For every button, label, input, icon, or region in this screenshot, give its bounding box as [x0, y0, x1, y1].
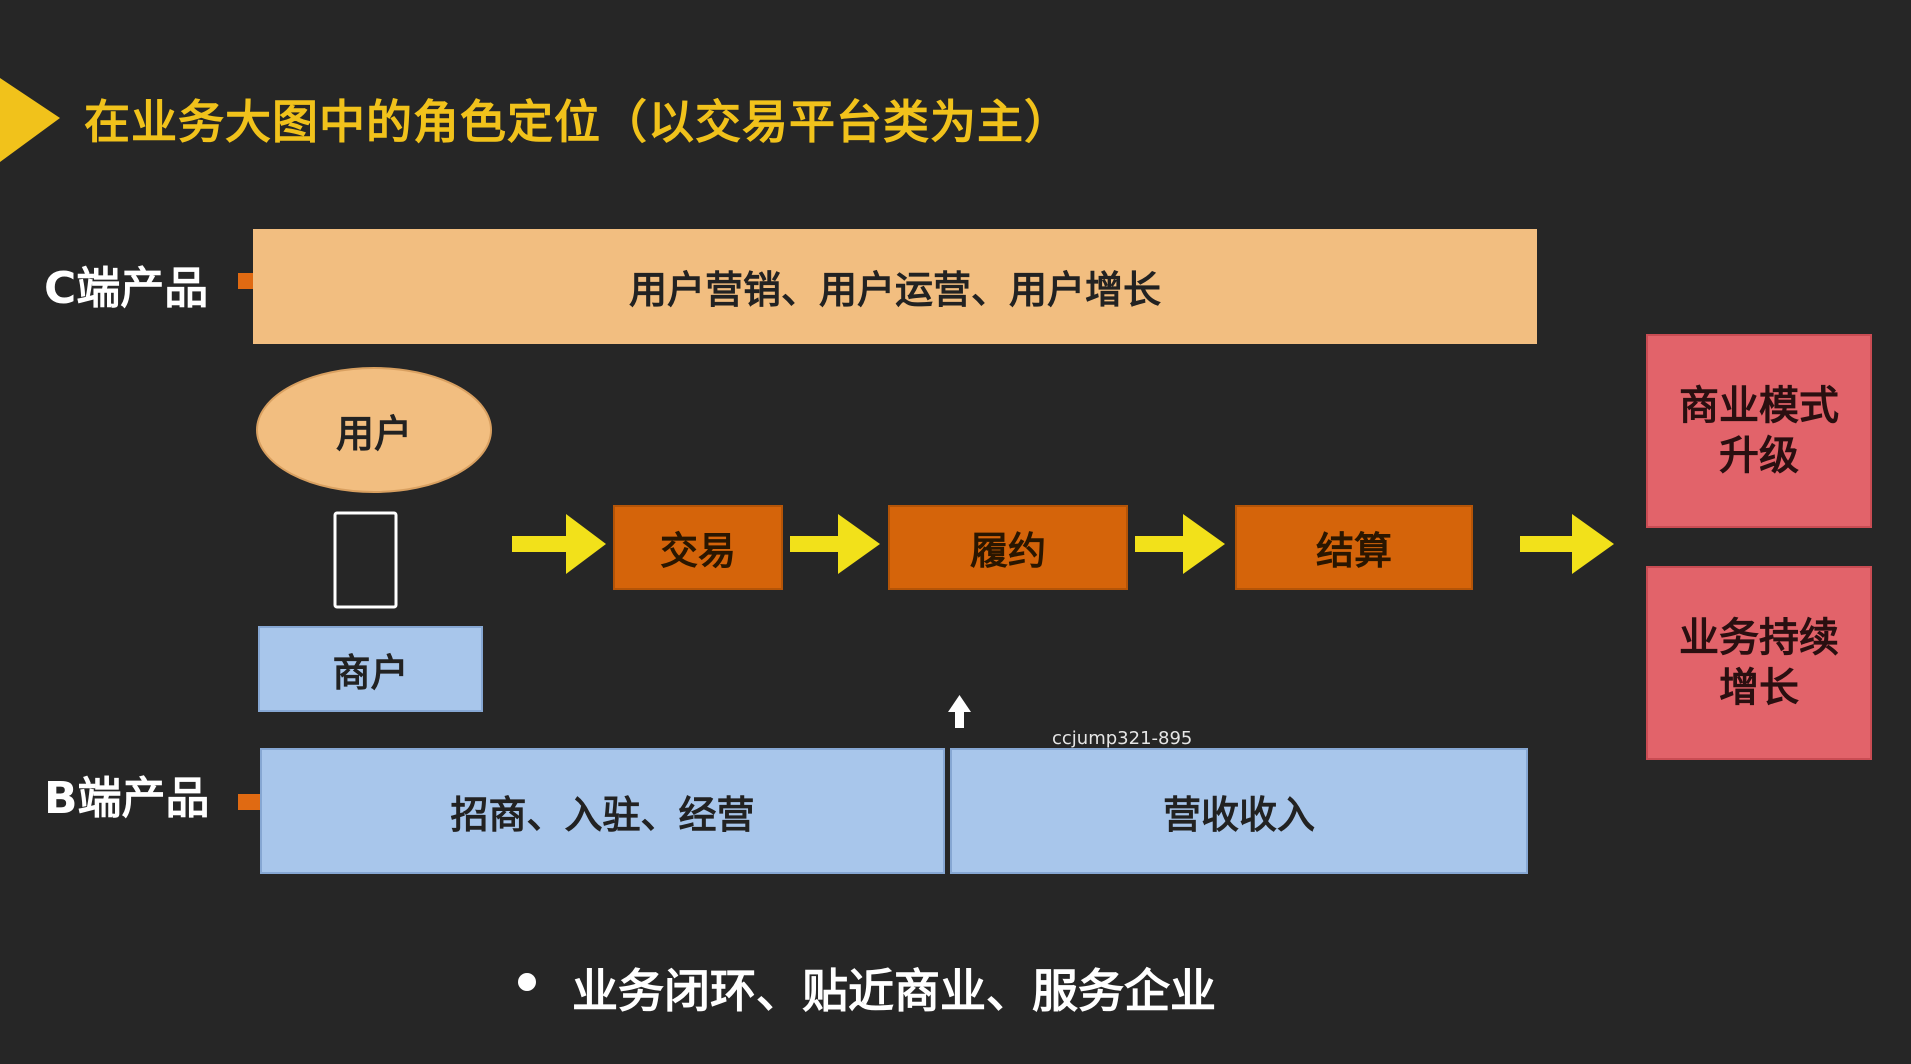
outcome-sustained-growth: 业务持续 增长 — [1646, 566, 1872, 760]
step-settlement: 结算 — [1235, 505, 1473, 590]
outcome-business-model-line1: 商业模式 — [1679, 383, 1839, 429]
merchant-node-label: 商户 — [332, 650, 409, 695]
user-node-shape — [256, 367, 492, 493]
title-marker-icon — [0, 78, 60, 162]
page-title: 在业务大图中的角色定位（以交易平台类为主） — [84, 95, 1071, 149]
flow-arrow-2 — [790, 514, 880, 574]
user-node: 用户 — [257, 368, 491, 492]
flow-arrow-1 — [512, 514, 606, 574]
phone-icon — [333, 511, 398, 609]
up-arrow-icon — [948, 695, 971, 728]
merchant-node: 商户 — [258, 626, 483, 712]
c-side-band: 用户营销、用户运营、用户增长 — [253, 229, 1537, 344]
b-side-band-right: 营收收入 — [950, 748, 1528, 874]
user-node-label: 用户 — [335, 411, 412, 456]
step-transaction-label: 交易 — [659, 529, 736, 573]
outcome-business-model: 商业模式 升级 — [1646, 334, 1872, 528]
step-fulfillment-label: 履约 — [969, 529, 1046, 573]
step-transaction: 交易 — [613, 505, 783, 590]
summary-text: 业务闭环、贴近商业、服务企业 — [572, 964, 1216, 1018]
b-side-label: B端产品 — [44, 773, 210, 824]
outcome-sustained-growth-line1: 业务持续 — [1679, 615, 1839, 661]
b-side-band-left-text: 招商、入驻、经营 — [450, 792, 755, 837]
b-side-band-right-text: 营收收入 — [1162, 792, 1315, 837]
flow-arrow-4 — [1520, 514, 1614, 574]
watermark: ccjump321-895 — [1052, 728, 1193, 749]
c-side-band-text: 用户营销、用户运营、用户增长 — [628, 268, 1161, 312]
b-side-band-left: 招商、入驻、经营 — [260, 748, 945, 874]
outcome-business-model-line2: 升级 — [1719, 433, 1799, 479]
step-fulfillment: 履约 — [888, 505, 1128, 590]
flow-arrow-3 — [1135, 514, 1225, 574]
bullet-icon — [518, 973, 536, 991]
step-settlement-label: 结算 — [1315, 529, 1392, 573]
c-side-label: C端产品 — [44, 263, 209, 314]
outcome-sustained-growth-line2: 增长 — [1719, 665, 1799, 711]
